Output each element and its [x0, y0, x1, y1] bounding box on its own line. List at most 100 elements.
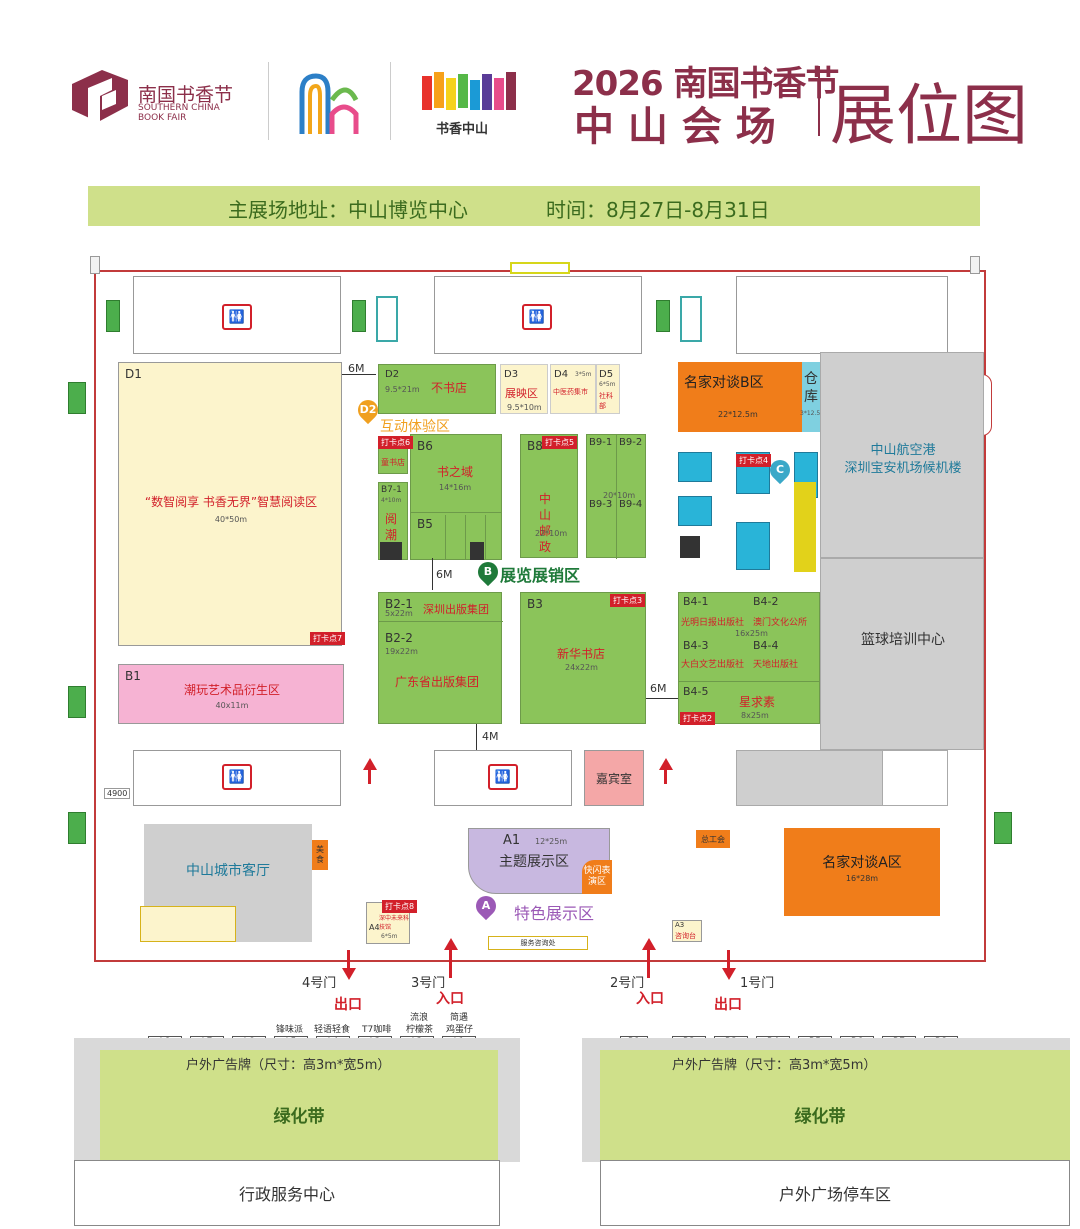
map-pin-B[interactable]: B [473, 557, 503, 587]
booth-divider [485, 515, 486, 559]
greenbelt-label: 绿化带 [794, 1107, 846, 1127]
building-admin: 行政服务中心 [74, 1160, 500, 1226]
booth-divider [379, 621, 503, 622]
map-pin-D2[interactable]: D2 [353, 395, 383, 425]
ad-caption-right: 户外广告牌（尺寸：高3m*宽5m） [672, 1058, 877, 1073]
zone-code: A1 [503, 833, 521, 848]
entry-arrow-stem [647, 950, 650, 978]
zone-size: 9.5*10m [507, 403, 542, 412]
divider [818, 66, 820, 136]
zone-name: 阅潮 [385, 512, 398, 542]
zone-size: 19x22m [385, 647, 418, 656]
zone-vip: 嘉宾室 [584, 750, 644, 806]
checkin-tag: 打卡点4 [736, 454, 772, 467]
gate-3[interactable]: 3号门 [411, 976, 446, 991]
info-banner: 主展场地址：中山博览中心 时间：8月27日-8月31日 [88, 186, 980, 226]
building-parking: 户外广场停车区 [600, 1160, 1070, 1226]
escalator [140, 906, 236, 942]
building-label: 户外广场停车区 [778, 1185, 891, 1204]
zone-name: 仓库 [804, 371, 818, 405]
zone-basketball: 篮球培训中心 [820, 558, 984, 750]
checkin-tag: 打卡点7 [310, 632, 346, 645]
exit-sign [68, 812, 86, 844]
dark-block [470, 542, 484, 560]
corner-post [90, 256, 100, 274]
map-pin-A[interactable]: A [471, 891, 501, 921]
distance-label: 4M [482, 730, 499, 743]
zone-size: 22*10m [535, 529, 568, 538]
vendor-L5: 锋味派 [276, 1025, 304, 1035]
zone-code: B9-3 [589, 499, 613, 510]
booth-divider [616, 435, 617, 559]
distance-label: 6M [348, 362, 365, 375]
zone-name: 展映区 [505, 387, 538, 400]
exit-arrow-icon [342, 968, 356, 980]
distance-arrow-h [646, 698, 678, 699]
exit-sign [106, 300, 120, 332]
width-label: 4900 [104, 788, 131, 799]
title-line2: 中 山 会 场 [574, 104, 776, 150]
zone-code: B8 [527, 439, 543, 453]
southern-china-book-fair-logo-icon [72, 70, 128, 132]
pin-label: 展览展销区 [500, 566, 581, 585]
zone-code: D4 [554, 369, 569, 380]
zone-name: 主题展示区 [499, 854, 569, 870]
zone-size: 6*5m [599, 381, 616, 388]
map-pin-C[interactable]: C [765, 455, 795, 485]
zone-B4: B4-1 B4-2 光明日报出版社 澳门文化公所 16x25m B4-3 B4-… [678, 592, 821, 724]
zone-talk-A: 名家对谈A区 16*28m [784, 828, 940, 916]
zone-name: “数智阅享 书香无界”智慧阅读区 [144, 495, 318, 509]
exit-label: 出口 [714, 997, 742, 1013]
gate-2[interactable]: 2号门 [610, 976, 645, 991]
entry-arrow-icon [659, 758, 673, 770]
zone-B2: B2-1 5x22m 深圳出版集团 B2-2 19x22m 广东省出版集团 [378, 592, 503, 724]
zone-code: D5 [599, 369, 614, 380]
toilet-icon: 🚻 [222, 764, 252, 790]
logo1-en1: SOUTHERN CHINA [138, 103, 220, 113]
zone-code: D2 [385, 369, 400, 380]
entry-label: 入口 [636, 991, 664, 1007]
zone-code: B6 [417, 439, 433, 453]
zone-size: 24x22m [565, 663, 598, 672]
vendor-names: 锋味派 轻语轻食 T7咖啡 流浪 柠檬茶 简遇 鸡蛋仔 [276, 1010, 486, 1036]
zone-name: 嘉宾室 [595, 771, 632, 786]
gate-4[interactable]: 4号门 [302, 976, 337, 991]
zone-name: 天地出版社 [753, 660, 799, 670]
zone-name: 美食 [316, 845, 324, 864]
ad-caption-left: 户外广告牌（尺寸：高3m*宽5m） [186, 1058, 391, 1073]
zone-name: 中山航空港 [870, 443, 936, 458]
greenbelt-left: 户外广告牌（尺寸：高3m*宽5m） 绿化带 [100, 1050, 498, 1160]
booth-divider [679, 681, 821, 682]
zone-code: B4-5 [683, 685, 709, 698]
zone-size: 5x22m [385, 609, 413, 618]
zone-size: 22*12.5m [718, 410, 758, 419]
zone-service: 服务咨询处 [488, 936, 588, 950]
zone-code: B3 [527, 597, 543, 611]
c-area-booths [678, 452, 818, 582]
zone-name: 中医药集市 [553, 388, 588, 396]
toilet-icon: 🚻 [222, 304, 252, 330]
zone-size: 9.5*21m [385, 385, 420, 394]
building-label: 行政服务中心 [238, 1185, 335, 1204]
exit-sign [656, 300, 670, 332]
zone-name: 光明日报出版社 [681, 618, 745, 628]
exit-sign [994, 812, 1012, 844]
zone-size: 8x25m [741, 711, 769, 720]
zone-D3: D3 展映区 9.5*10m [500, 364, 548, 414]
title-line1: 2026 南国书香节 [572, 64, 839, 104]
pin-label: 互动体验区 [380, 419, 450, 435]
zone-D5: D5 6*5m 社科部 [596, 364, 620, 414]
entry-arrow-icon [642, 938, 656, 950]
zone-size: 40*50m [214, 515, 248, 524]
zone-B3: B3 新华书店 24x22m [520, 592, 646, 724]
zone-name: 中山城市客厅 [186, 863, 270, 879]
gate-1[interactable]: 1号门 [740, 976, 775, 991]
zone-code: B9-4 [619, 499, 643, 510]
zone-name: 社科部 [599, 392, 613, 410]
zone-B5: B5 [410, 512, 502, 560]
zone-code: B4-1 [683, 595, 709, 608]
logo3-cn: 书香中山 [436, 122, 489, 137]
top-connector [510, 262, 570, 274]
stair-block [376, 296, 398, 342]
zone-name: 大白文艺出版社 [681, 660, 745, 670]
